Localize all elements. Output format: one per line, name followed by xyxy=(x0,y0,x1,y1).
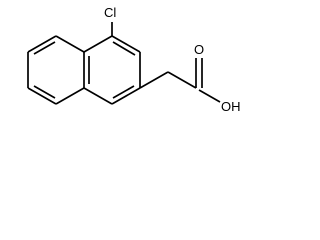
right-aromatic-ring xyxy=(83,35,141,105)
ch2-to-carboxyl-bond xyxy=(167,71,197,89)
carbonyl-oxygen-label: O xyxy=(194,42,204,57)
chlorine-label: Cl xyxy=(104,5,116,20)
acetic-acid-side-chain xyxy=(139,58,221,103)
double-bond-inner xyxy=(112,85,135,99)
bond xyxy=(111,35,141,53)
bond xyxy=(83,87,113,105)
bond xyxy=(111,87,141,105)
bond xyxy=(55,87,85,105)
double-bond-inner xyxy=(112,41,136,56)
bond xyxy=(55,35,85,53)
bond xyxy=(83,35,113,53)
bond xyxy=(27,87,57,105)
ch2-bond xyxy=(139,71,169,89)
hydroxyl-bond xyxy=(198,89,221,103)
hydroxyl-label: OH xyxy=(221,99,241,114)
bond xyxy=(27,35,57,53)
left-aromatic-ring xyxy=(27,35,85,105)
double-bond-inner xyxy=(33,41,56,55)
chemical-structure-diagram: Cl O OH xyxy=(27,5,241,114)
double-bond-inner xyxy=(33,85,56,99)
